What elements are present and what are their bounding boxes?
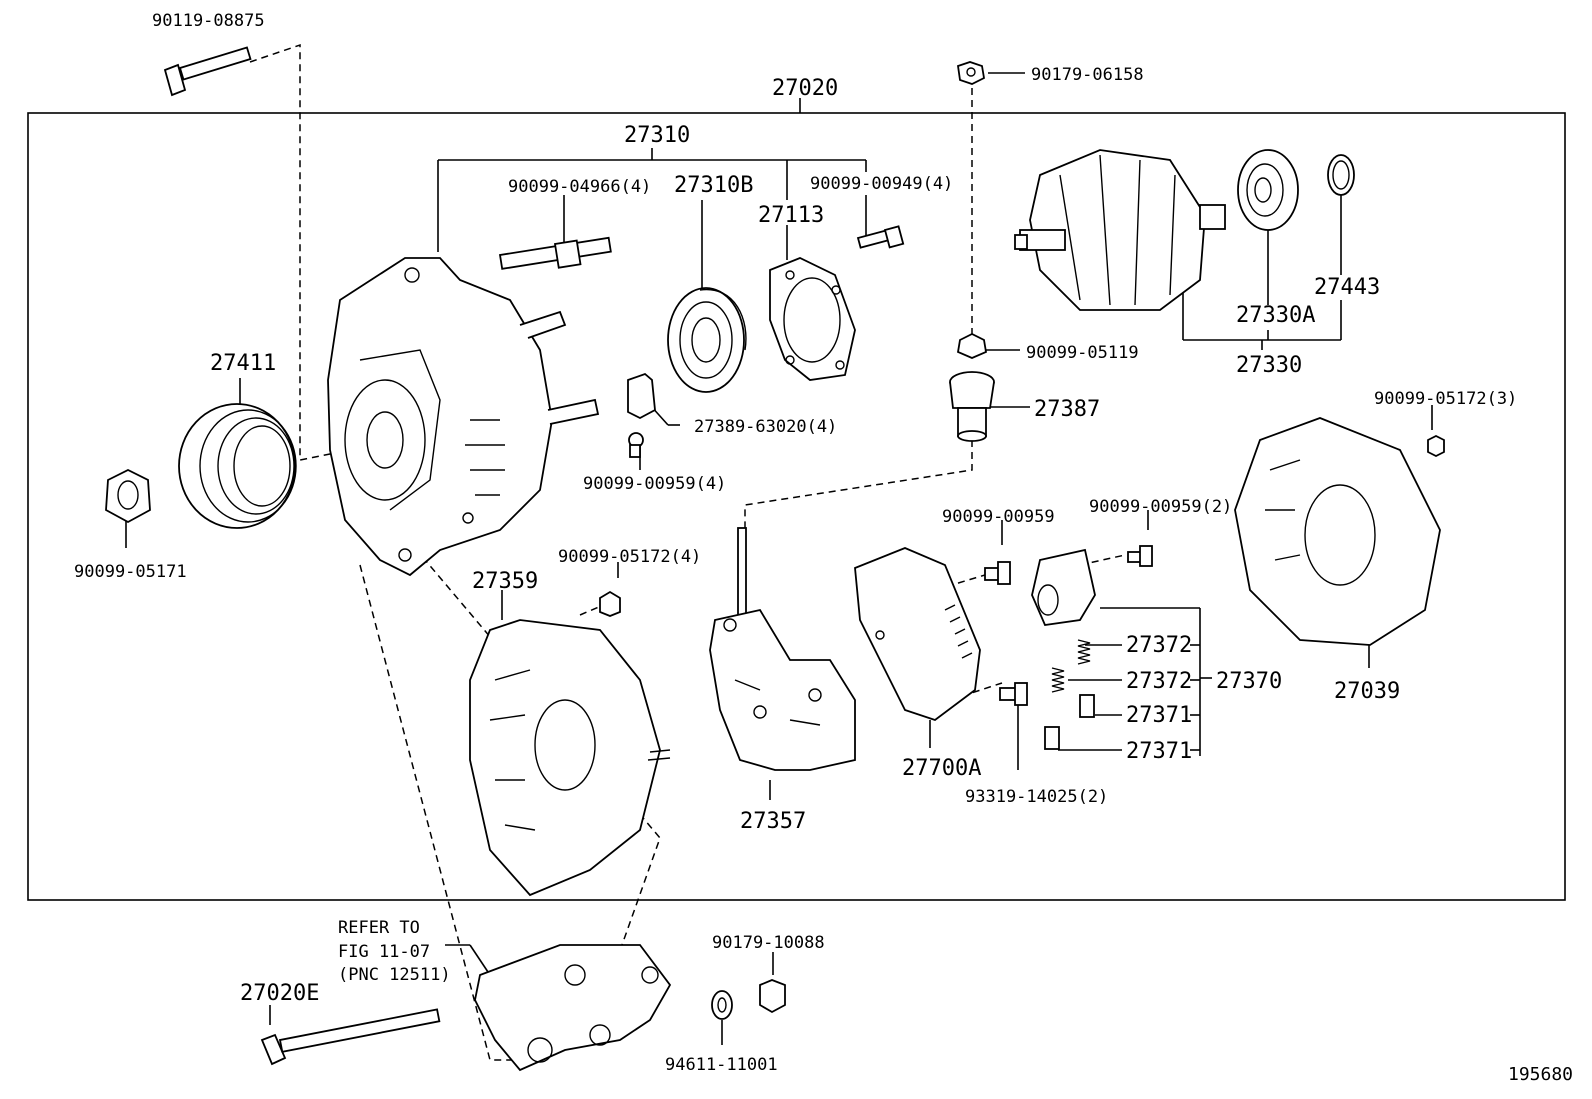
label-27020: 27020 [772,76,838,101]
nut-90099-05172-3-icon [1427,434,1445,458]
brush-27371-icon [1044,694,1095,750]
nut-90179-06158-icon [957,61,985,85]
bolt-27020E-icon [260,1008,441,1066]
label-27310: 27310 [624,123,690,148]
label-27389-63020: 27389-63020(4) [694,417,837,437]
label-93319-14025: 93319-14025(2) [965,787,1108,807]
bracket-icon [474,944,672,1072]
label-90099-00959-4: 90099-00959(4) [583,474,726,494]
regulator-27700A-icon [854,547,981,722]
label-90179-06158: 90179-06158 [1031,65,1144,85]
ring-27443-icon [1327,154,1355,196]
stud-bolt-90099-04966-icon [498,236,612,270]
screw-90099-00959-4-icon [628,432,644,458]
bolt-90119-08875-icon [163,46,252,97]
label-90099-00959: 90099-00959 [942,507,1055,527]
label-90099-04966: 90099-04966(4) [508,177,651,197]
insulator-27387-icon [949,371,995,442]
label-90099-05172-4: 90099-05172(4) [558,547,701,567]
front-housing-27310-icon [327,257,600,577]
label-90119-08875: 90119-08875 [152,11,265,31]
label-27357: 27357 [740,809,806,834]
label-90179-10088: 90179-10088 [712,933,825,953]
label-27372-b: 27372 [1126,669,1192,694]
label-27372-a: 27372 [1126,633,1192,658]
rotor-icon [1014,149,1226,311]
label-27371-a: 27371 [1126,703,1192,728]
label-27330A: 27330A [1236,303,1315,328]
label-90099-05171: 90099-05171 [74,562,187,582]
spring-27372-icon [1051,639,1091,693]
label-27039: 27039 [1334,679,1400,704]
rear-frame-27359-icon [469,619,671,897]
retainer-plate-27113-icon [769,257,856,381]
label-27370: 27370 [1216,669,1282,694]
nut-90099-05172-4-icon [599,590,621,617]
nut-90179-10088-icon [759,979,786,1014]
brush-holder-icon [1031,548,1096,626]
refer-line-1: REFER TO [338,918,420,938]
label-90099-05172-3: 90099-05172(3) [1374,389,1517,409]
label-27371-b: 27371 [1126,739,1192,764]
screw-90099-00949-icon [856,225,905,249]
label-27411: 27411 [210,351,276,376]
clip-27389-icon [627,372,656,420]
label-27443: 27443 [1314,275,1380,300]
label-90099-00949: 90099-00949(4) [810,174,953,194]
end-cover-27039-icon [1234,417,1441,646]
refer-line-3: (PNC 12511) [338,965,451,985]
label-27330: 27330 [1236,353,1302,378]
label-27020E: 27020E [240,981,319,1006]
bearing-27330A-icon [1237,149,1299,231]
nut-90099-05171-icon [105,468,151,524]
label-94611-11001: 94611-11001 [665,1055,778,1075]
screw-93319-14025-icon [999,682,1028,706]
pulley-27411-icon [178,403,297,529]
label-27387: 27387 [1034,397,1100,422]
screw-90099-00959-2-icon [1127,545,1153,567]
diagram-number: 195680 [1508,1064,1573,1085]
label-90099-05119: 90099-05119 [1026,343,1139,363]
screw-90099-00959-icon [984,561,1011,585]
label-27113: 27113 [758,203,824,228]
nut-90099-05119-icon [956,332,988,359]
assembly-box [27,112,1566,901]
label-27359: 27359 [472,569,538,594]
bearing-27310B-icon [667,287,747,393]
refer-line-2: FIG 11-07 [338,942,430,962]
rectifier-27357-icon [709,527,856,771]
label-27700A: 27700A [902,756,981,781]
label-27310B: 27310B [674,173,753,198]
washer-94611-icon [711,990,733,1020]
label-90099-00959-2: 90099-00959(2) [1089,497,1232,517]
